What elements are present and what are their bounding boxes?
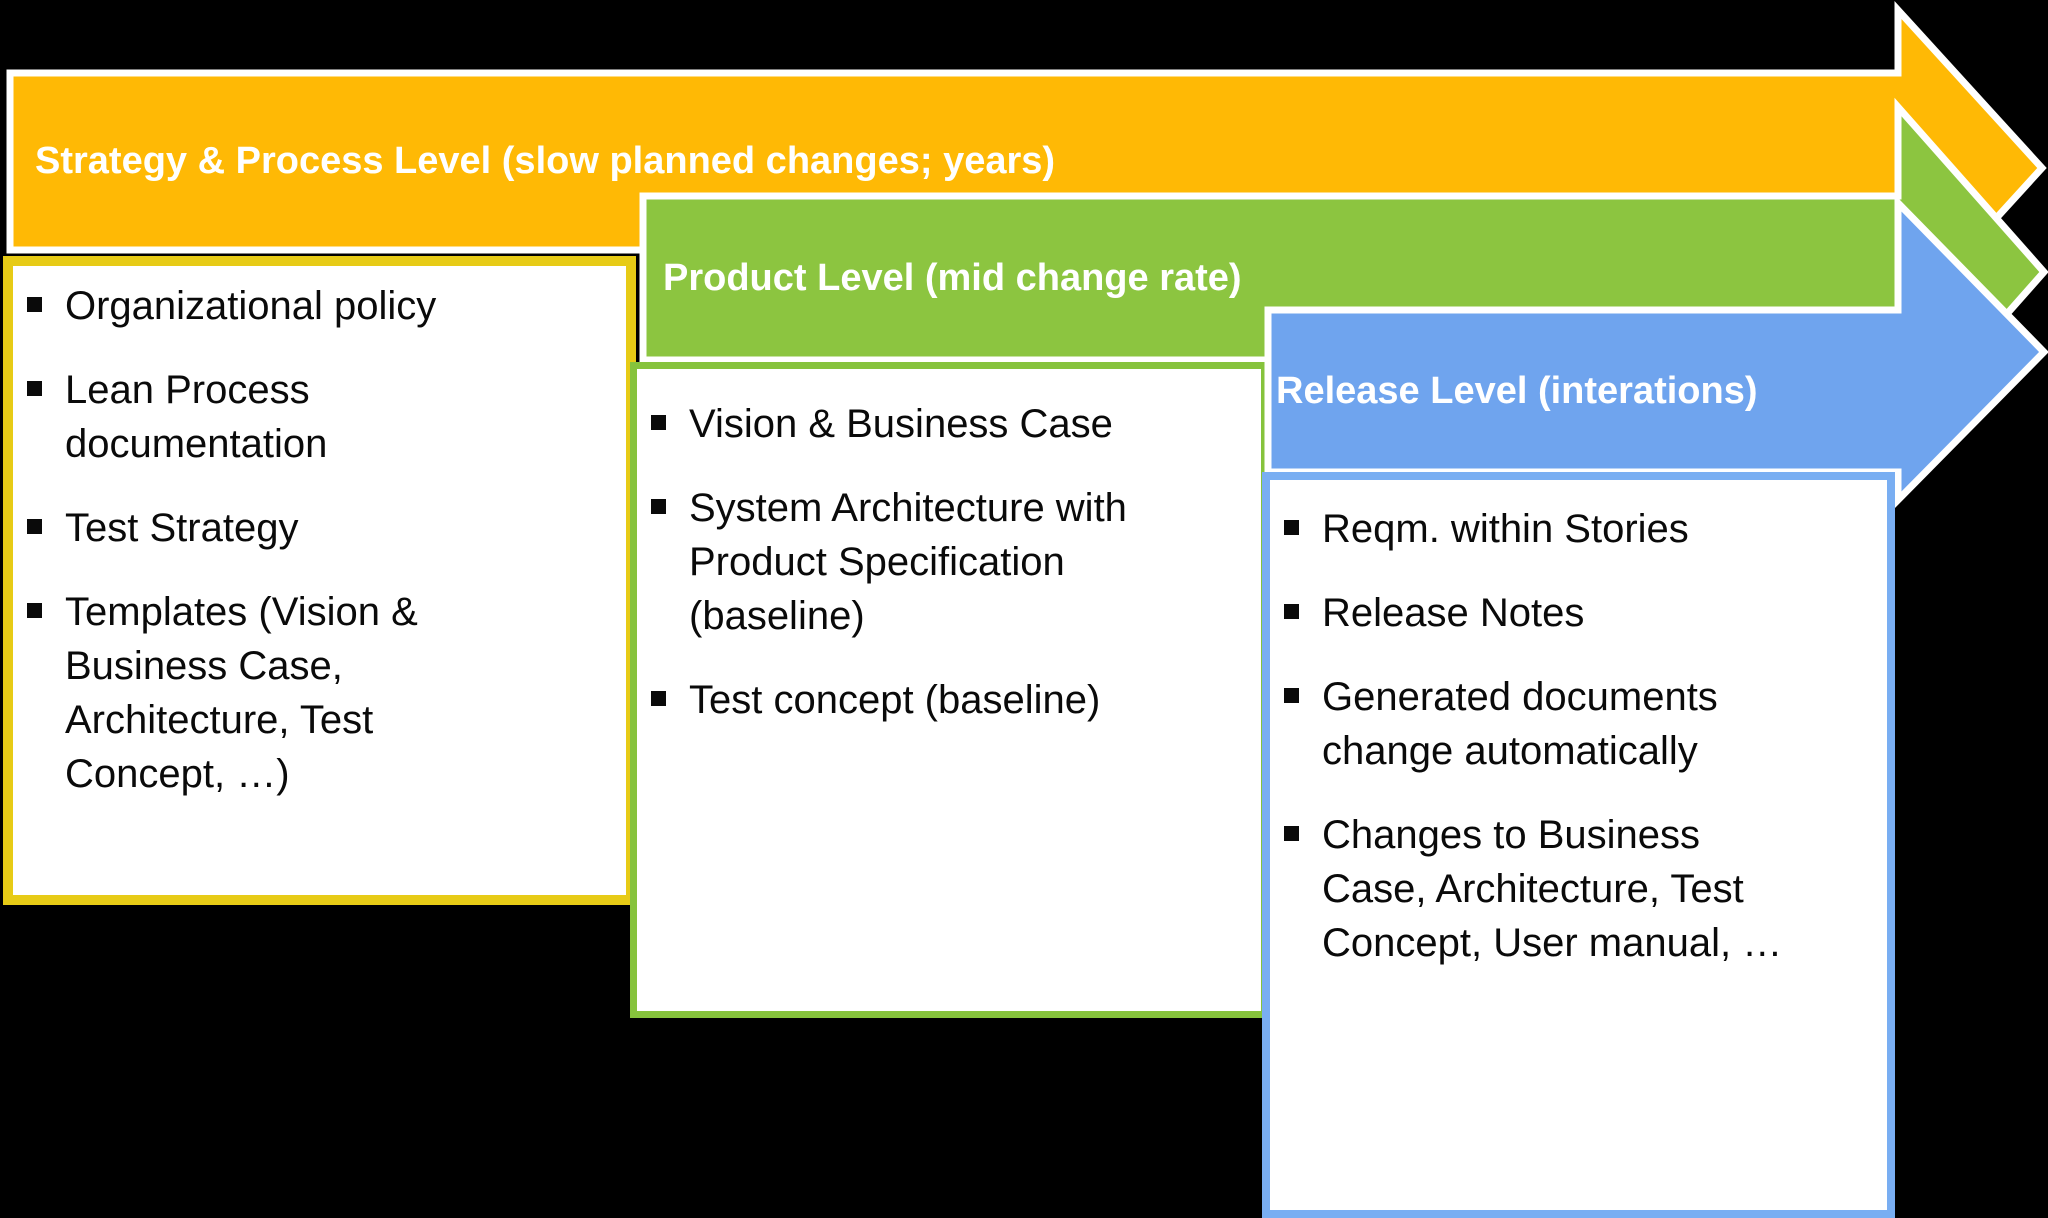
release-arrow	[1264, 194, 2048, 509]
product-panel: Vision & Business Case System Architectu…	[630, 362, 1268, 1018]
list-item: Organizational policy	[13, 279, 616, 333]
product-item-list: Vision & Business Case System Architectu…	[637, 369, 1261, 727]
list-item: Lean Process documentation	[13, 363, 616, 471]
release-item-list: Reqm. within Stories Release Notes Gener…	[1270, 480, 1887, 970]
list-item: System Architecture with Product Specifi…	[637, 481, 1251, 643]
release-panel: Reqm. within Stories Release Notes Gener…	[1262, 472, 1895, 1218]
list-item: Generated documents change automatically	[1270, 670, 1877, 778]
list-item: Test Strategy	[13, 501, 616, 555]
list-item: Release Notes	[1270, 586, 1877, 640]
list-item: Test concept (baseline)	[637, 673, 1251, 727]
strategy-panel: Organizational policy Lean Process docum…	[3, 256, 636, 905]
list-item: Templates (Vision & Business Case, Archi…	[13, 585, 616, 801]
list-item: Changes to Business Case, Architecture, …	[1270, 808, 1877, 970]
list-item: Vision & Business Case	[637, 397, 1251, 451]
list-item: Reqm. within Stories	[1270, 502, 1877, 556]
strategy-item-list: Organizational policy Lean Process docum…	[13, 266, 626, 801]
